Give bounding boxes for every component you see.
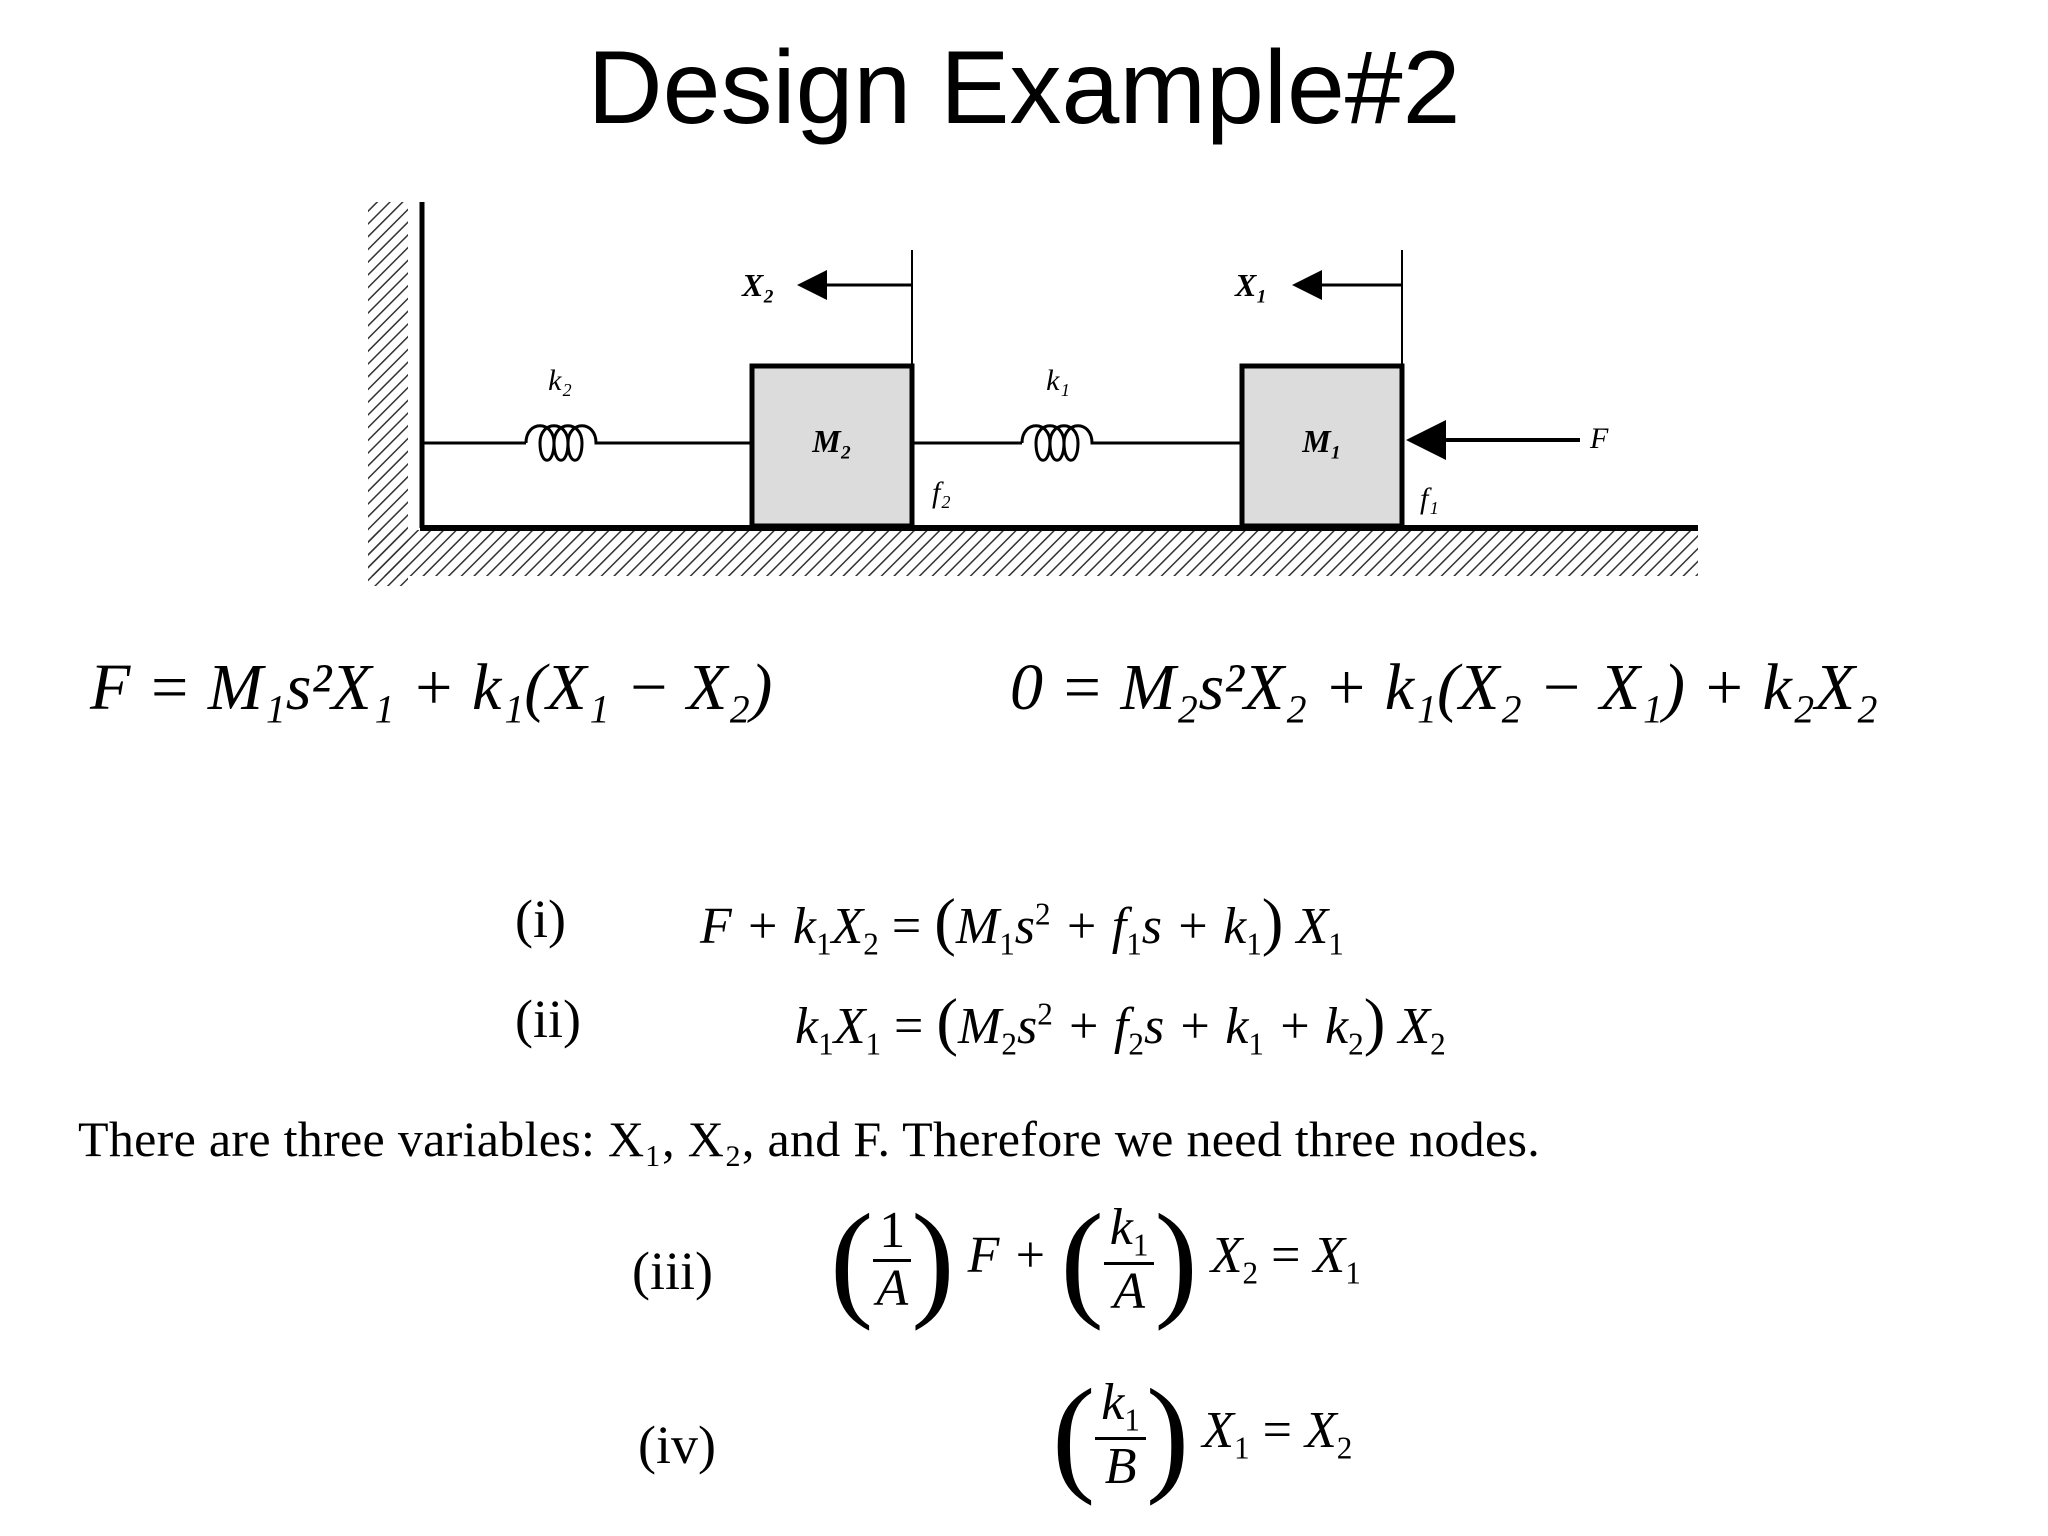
spring-k1 — [912, 424, 1242, 462]
k2-label: k₂ — [548, 364, 572, 397]
spring-k2 — [422, 424, 752, 462]
force-label: F — [1589, 422, 1609, 455]
mass-spring-diagram: k₂ M₂ k₁ M₁ f₂ f₁ F X₂ X₁ — [368, 202, 1698, 586]
m2-label: M₂ — [811, 423, 852, 459]
floor-hatch — [368, 530, 1698, 576]
k1-label: k₁ — [1046, 364, 1070, 397]
x1-label: X₁ — [1234, 267, 1268, 303]
slide-title: Design Example#2 — [587, 30, 1461, 146]
mass-m1 — [1239, 363, 1405, 529]
equation-i-label: (i) — [515, 889, 566, 949]
f2-label: f₂ — [932, 476, 951, 509]
equation-iv-label: (iv) — [638, 1415, 716, 1475]
f1-label: f₁ — [1420, 482, 1439, 515]
wall-hatch — [368, 202, 408, 586]
m1-label: M₁ — [1301, 423, 1342, 459]
equation-iii-label: (iii) — [632, 1241, 713, 1301]
x2-label: X₂ — [741, 267, 775, 303]
mass-m2 — [749, 363, 915, 529]
equation-ii-label: (ii) — [515, 989, 581, 1049]
equation-i: F + k1X2 = (M1s2 + f1s + k1) X1 — [700, 886, 1344, 962]
variables-sentence: There are three variables: X₁, X₂, and F… — [78, 1111, 1541, 1167]
equation-mass2: 0 = M₂s²X₂ + k₁(X₂ − X₁) + k₂X₂ — [1010, 651, 1879, 724]
equation-ii: k1X1 = (M2s2 + f2s + k1 + k2) X2 — [795, 986, 1446, 1062]
equation-mass1: F = M₁s²X₁ + k₁(X₁ − X₂) — [90, 651, 773, 724]
